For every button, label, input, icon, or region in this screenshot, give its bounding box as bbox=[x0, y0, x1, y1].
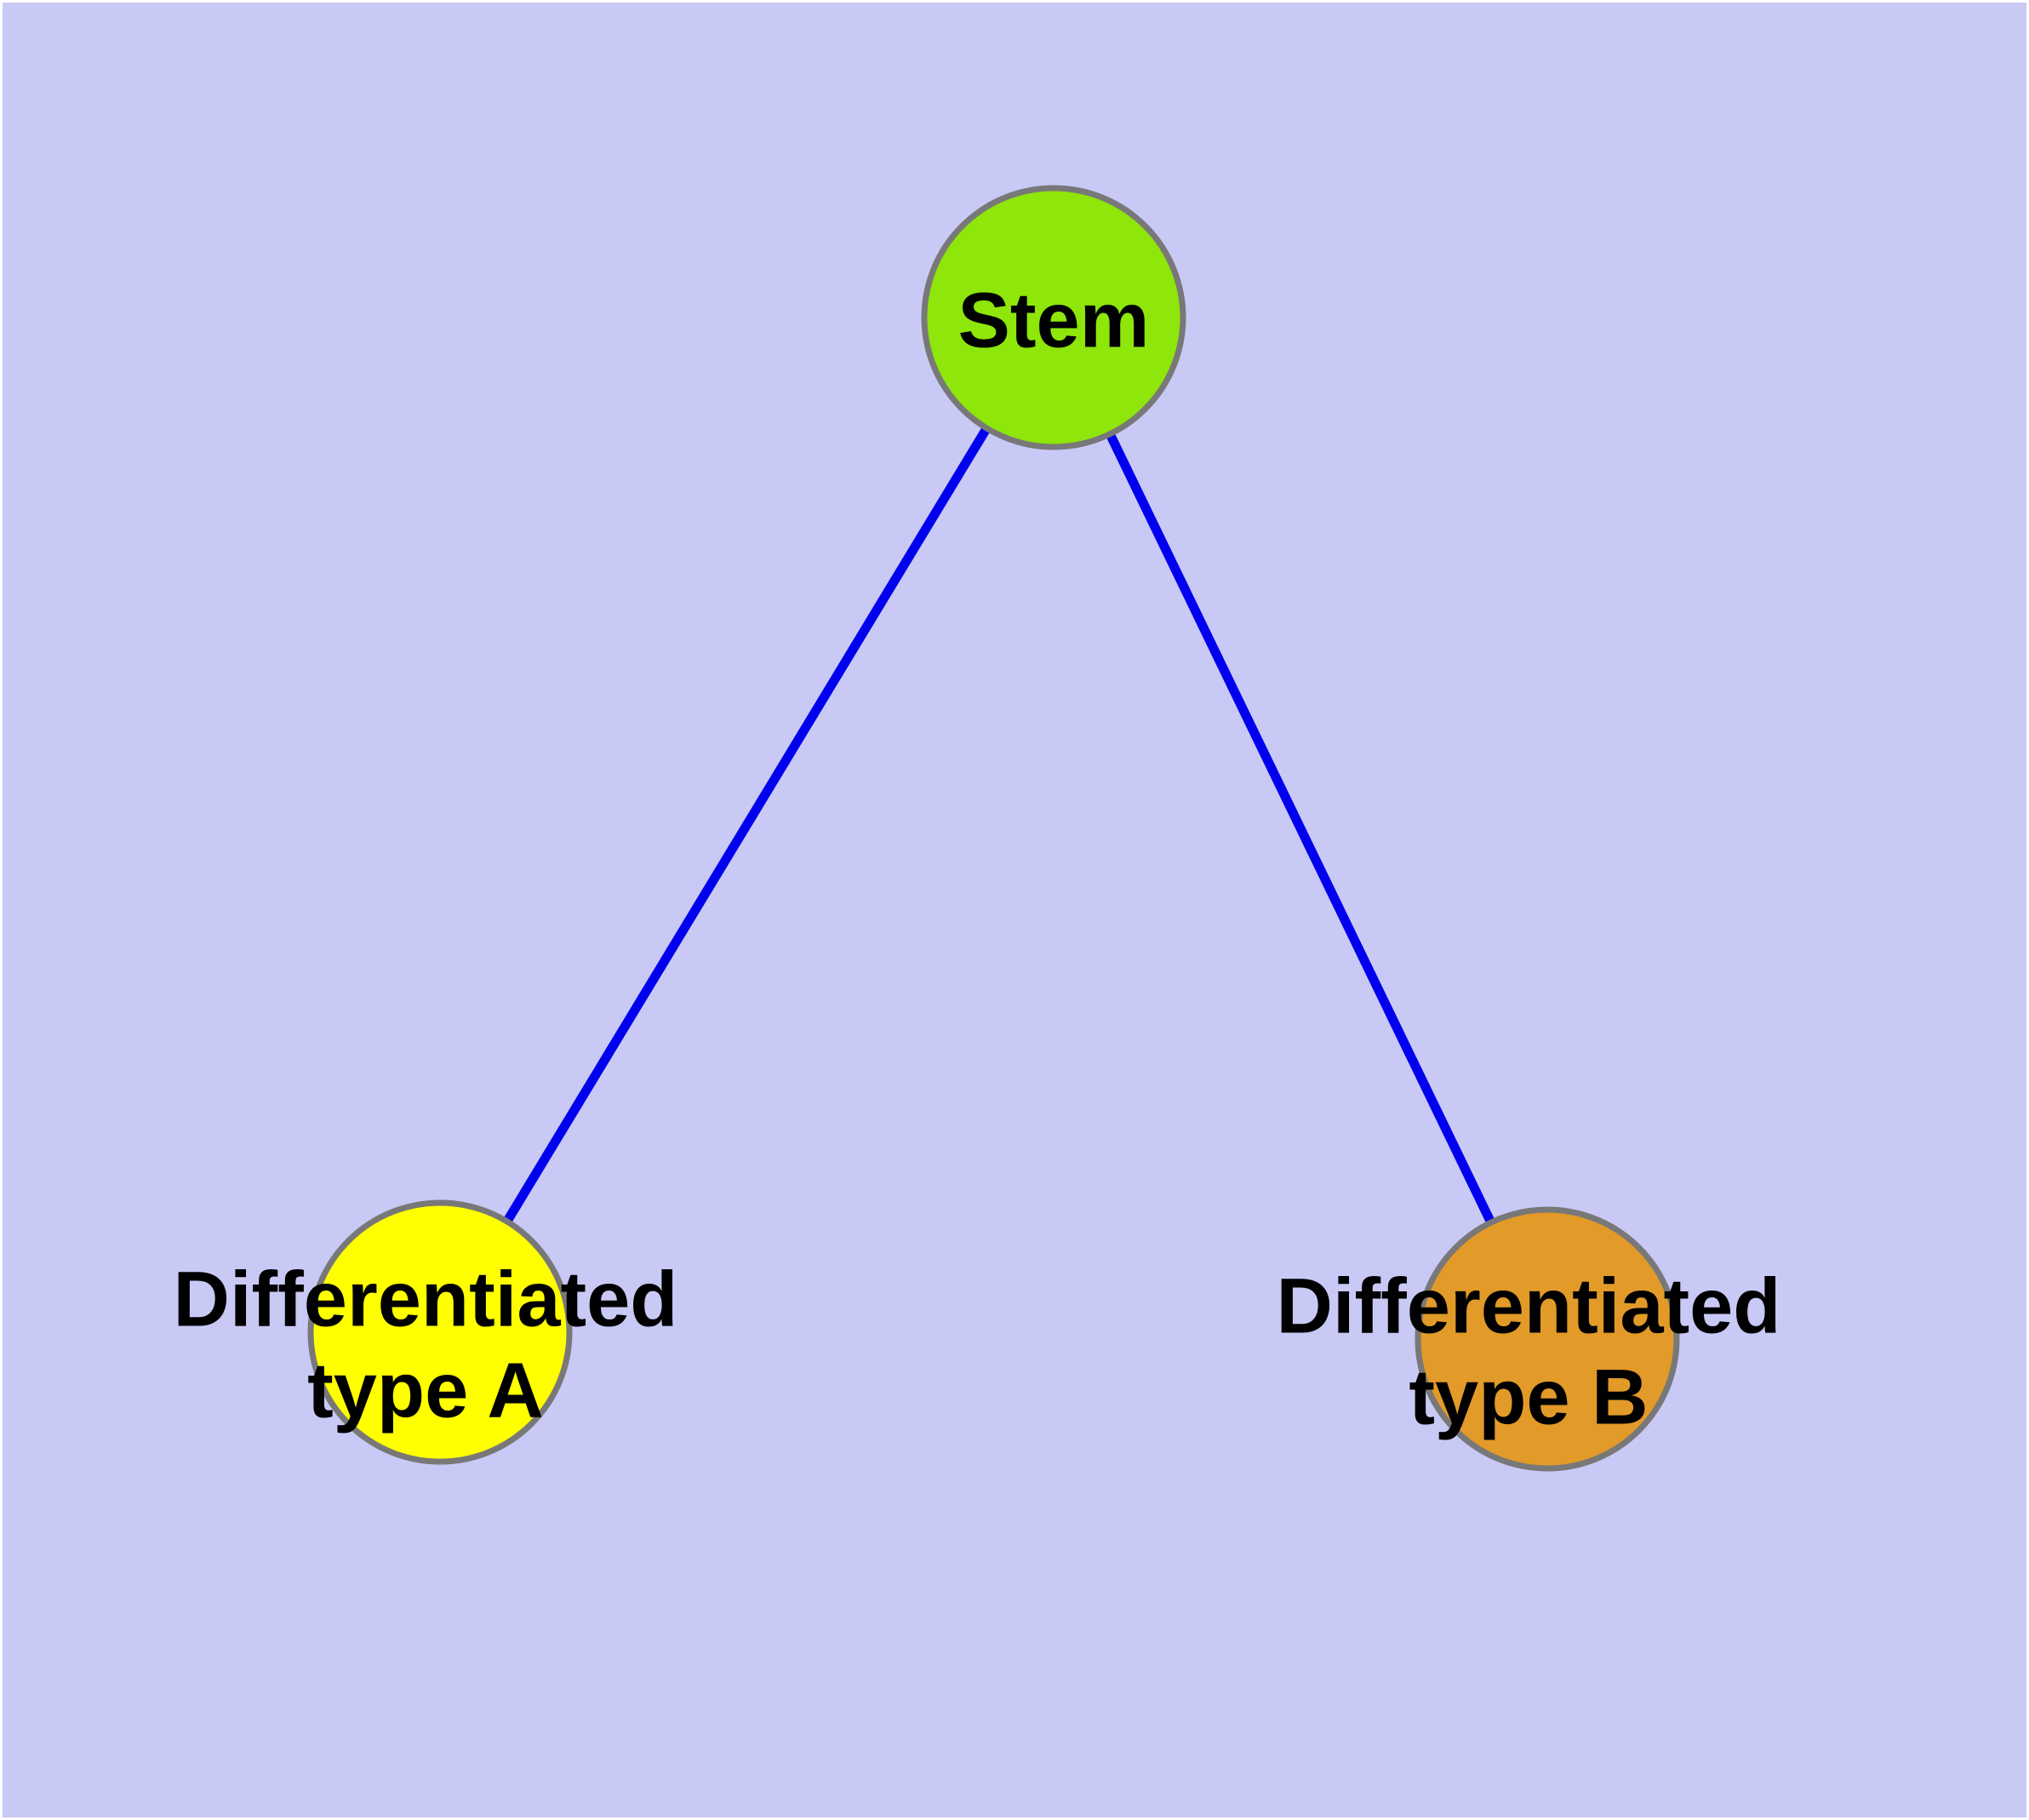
node-differentiated-type-a-circle bbox=[307, 1199, 573, 1465]
edge-stem-to-type-a bbox=[436, 315, 1058, 1335]
node-differentiated-type-b-label: Differentiated type B bbox=[1276, 1262, 1781, 1440]
node-differentiated-type-a-label: Differentiated type A bbox=[173, 1256, 678, 1434]
node-stem-circle bbox=[921, 185, 1186, 450]
node-differentiated-type-b-circle bbox=[1415, 1206, 1680, 1472]
edge-stem-to-type-b bbox=[1049, 315, 1552, 1342]
node-stem-label: Stem bbox=[957, 277, 1150, 364]
